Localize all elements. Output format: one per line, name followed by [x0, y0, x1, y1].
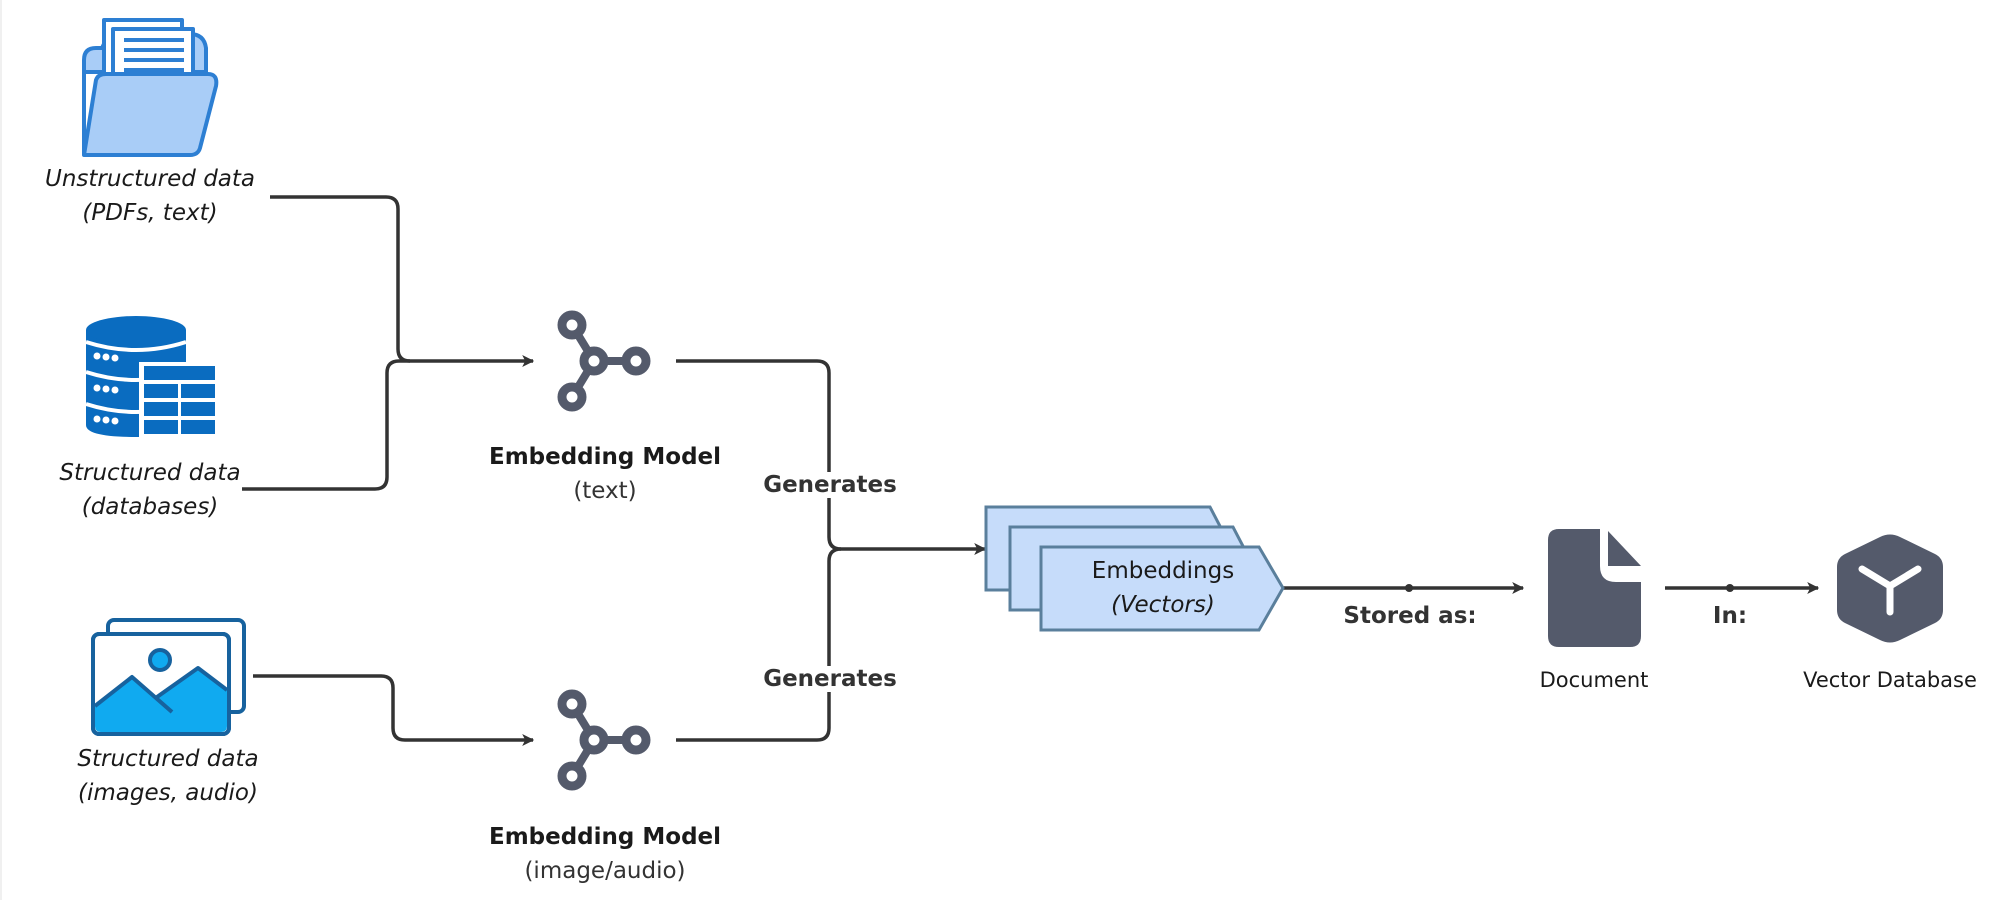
model-title: Embedding Model — [488, 444, 722, 470]
edge-label-in: In: — [1708, 603, 1752, 629]
connector-models-to-embeddings — [676, 359, 987, 742]
edge-midpoint-dot — [1405, 584, 1413, 592]
edge-media — [253, 674, 535, 746]
source-subtitle: (PDFs, text) — [82, 200, 218, 226]
source-label-unstructured: Unstructured data (PDFs, text) — [45, 162, 255, 230]
source-subtitle: (databases) — [81, 494, 219, 520]
connector-db-to-text-model — [242, 359, 410, 491]
source-subtitle: (images, audio) — [78, 780, 258, 806]
source-title: Unstructured data — [44, 166, 256, 192]
image-gallery-icon — [91, 618, 246, 736]
edge-unstructured — [270, 195, 535, 367]
document-label: Document — [1539, 668, 1649, 692]
edge-text-model-out — [676, 359, 842, 551]
database-table-icon — [85, 316, 218, 448]
network-nodes-icon — [557, 310, 651, 412]
embeddings-stack[interactable] — [984, 505, 1285, 632]
edge-label-stored-as: Stored as: — [1339, 603, 1481, 629]
folder-documents-icon — [82, 18, 219, 157]
connector-embeddings-to-document — [1283, 582, 1525, 594]
edge-database — [242, 359, 410, 491]
edge-media-model-out — [676, 547, 842, 742]
model-title: Embedding Model — [488, 824, 722, 850]
model-subtitle: (text) — [573, 478, 637, 504]
edge-label-generates-bottom: Generates — [759, 666, 901, 692]
document-icon[interactable] — [1548, 529, 1641, 647]
edge-label-generates-top: Generates — [759, 472, 901, 498]
model-subtitle: (image/audio) — [524, 858, 686, 884]
left-border — [0, 0, 2, 900]
embeddings-label: Embeddings (Vectors) — [1092, 554, 1234, 622]
vector-database-label: Vector Database — [1803, 668, 1977, 692]
embeddings-title: Embeddings — [1091, 558, 1235, 584]
source-title: Structured data — [59, 460, 241, 486]
connector-media-to-media-model — [253, 674, 535, 746]
network-nodes-icon — [557, 689, 651, 791]
source-title: Structured data — [77, 746, 259, 772]
model-label-text: Embedding Model (text) — [489, 440, 721, 508]
source-label-databases: Structured data (databases) — [59, 456, 240, 524]
connector-unstructured-to-text-model — [270, 195, 535, 367]
connector-document-to-vectordb — [1665, 582, 1820, 594]
embedding-card-front — [1039, 545, 1285, 632]
source-label-media: Structured data (images, audio) — [77, 742, 258, 810]
edge-midpoint-dot — [1726, 584, 1734, 592]
vector-database-icon[interactable] — [1837, 534, 1943, 643]
model-label-media: Embedding Model (image/audio) — [489, 820, 721, 888]
embeddings-subtitle: (Vectors) — [1111, 592, 1215, 618]
